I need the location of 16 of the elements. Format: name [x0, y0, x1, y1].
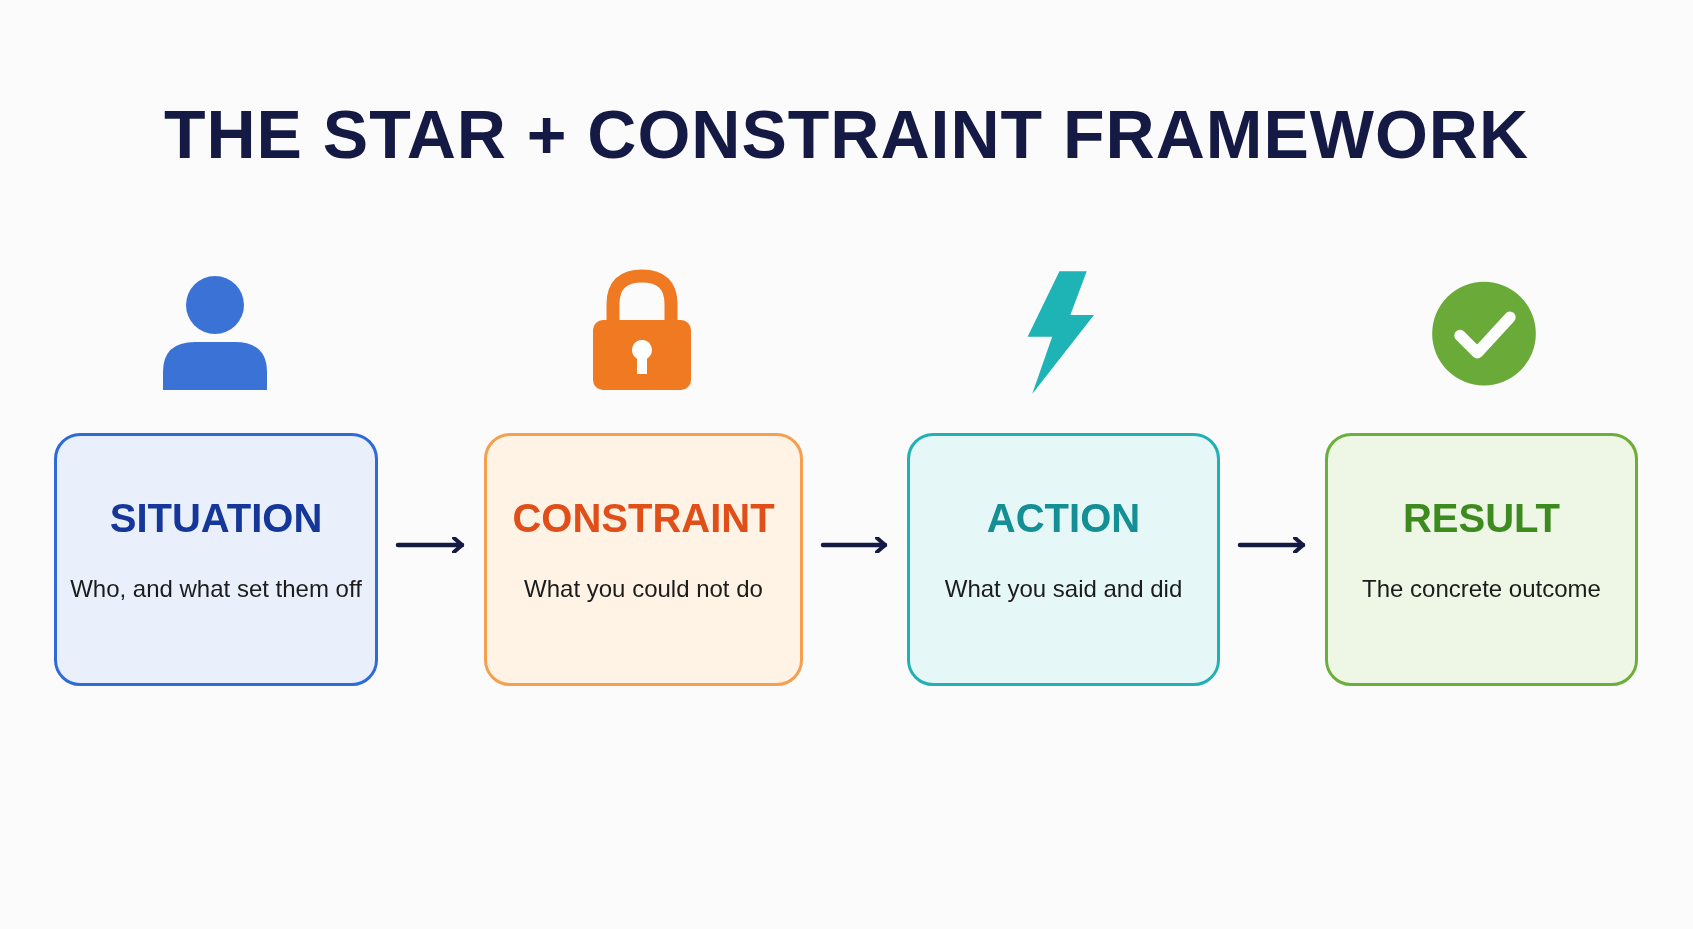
step-box	[1325, 433, 1638, 686]
step-heading: SITUATION	[109, 496, 323, 541]
step-description: Who, and what set them off	[70, 575, 362, 603]
arrow	[1237, 536, 1306, 554]
step-description: What you could not do	[524, 575, 763, 603]
arrow	[395, 536, 465, 554]
step-heading: ACTION	[986, 496, 1141, 541]
step-box	[907, 433, 1220, 686]
step-description: What you said and did	[944, 575, 1183, 603]
step-description: The concrete outcome	[1362, 575, 1601, 603]
step-box	[54, 433, 378, 686]
arrow	[820, 536, 888, 554]
step-heading: RESULT	[1403, 496, 1560, 541]
title: THE STAR + CONSTRAINT FRAMEWORK	[162, 95, 1531, 173]
step-heading: CONSTRAINT	[512, 496, 775, 541]
step-box	[484, 433, 803, 686]
